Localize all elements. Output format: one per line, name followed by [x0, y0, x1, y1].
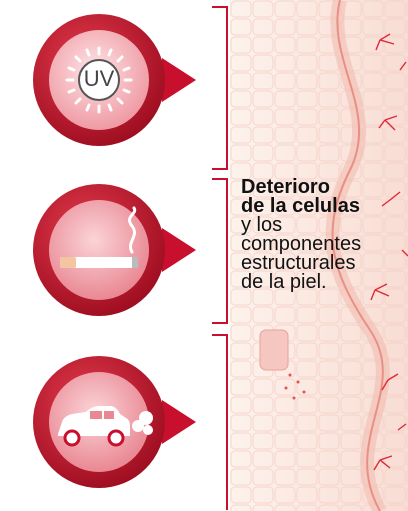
- car-exhaust-icon: [58, 406, 153, 447]
- caption-line-4: componentes: [241, 233, 362, 255]
- uv-sun-icon: [65, 46, 133, 114]
- caption-line-6: de la piel.: [241, 271, 327, 293]
- caption-line-3: y los: [241, 214, 283, 236]
- bracket-top: [212, 6, 228, 170]
- pollution-factor-pin: [14, 356, 202, 488]
- caption-line-5: estructurales: [241, 252, 356, 274]
- skin-damage-caption: Deterioro de la celulas y los componente…: [241, 176, 408, 293]
- uv-factor-pin: UV: [14, 14, 202, 146]
- smoking-factor-pin: [14, 184, 202, 316]
- caption-bold-line-2: de la celulas: [241, 195, 360, 217]
- caption-bold-line-1: Deterioro: [241, 176, 330, 198]
- skin-cells-illustration: [230, 0, 408, 511]
- cigarette-icon: [60, 206, 138, 268]
- bracket-bottom: [212, 334, 228, 510]
- uv-label: UV: [83, 66, 115, 91]
- bracket-middle: [212, 178, 228, 324]
